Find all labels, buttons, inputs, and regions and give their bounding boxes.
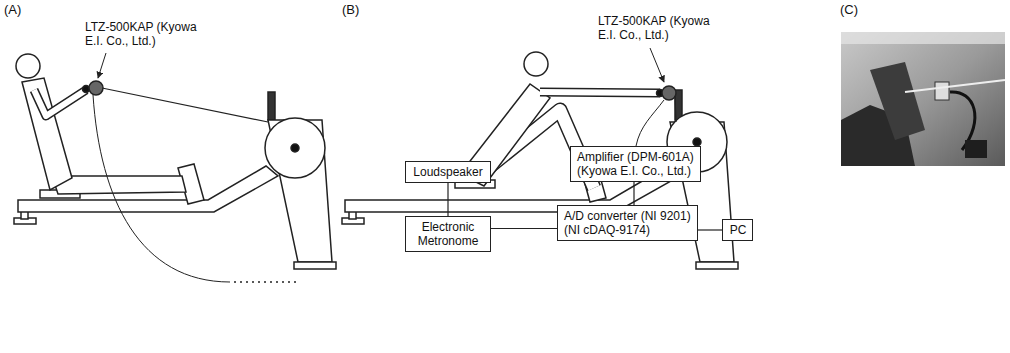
rowing-machine — [342, 90, 738, 269]
photo-frame — [841, 32, 1005, 166]
sensor-cable — [93, 95, 230, 282]
flywheel-hub — [693, 138, 701, 146]
rower-arm — [540, 92, 660, 93]
part-label: LTZ-500KAP (Kyowa E.I. Co., Ltd.) — [598, 14, 716, 42]
panel-label: (C) — [840, 3, 858, 17]
process-box: Loudspeaker — [405, 161, 491, 183]
photo-sensor — [935, 82, 949, 100]
leader-arrow — [98, 53, 106, 78]
box-label: Loudspeaker — [413, 165, 484, 179]
photo-part — [965, 140, 987, 158]
sensor-cable-dotted — [234, 281, 296, 283]
box-label: A/D converter (NI 9201) (NI cDAQ-9174) — [564, 209, 692, 237]
connector-line — [491, 228, 557, 229]
photo-footplate — [870, 62, 925, 140]
load-sensor — [662, 86, 676, 100]
sensor-cable — [636, 100, 664, 146]
panel-label: (A) — [4, 3, 21, 17]
chain — [675, 96, 676, 122]
photo-chain — [905, 80, 1005, 92]
photo-rail — [841, 32, 1005, 44]
machine-foot — [696, 262, 738, 269]
rower-torso — [22, 78, 72, 190]
process-box: Amplifier (DPM-601A) (Kyowa E.I. Co., Lt… — [570, 146, 701, 182]
rower-figure — [16, 53, 296, 282]
box-label: PC — [729, 223, 747, 237]
leader-arrow — [650, 48, 664, 82]
rower-arm — [540, 92, 660, 93]
chain — [102, 88, 268, 122]
process-box: Electronic Metronome — [405, 216, 491, 252]
machine-foot — [294, 262, 336, 269]
rower-head — [524, 52, 548, 76]
panel-label: (B) — [342, 3, 359, 17]
connector-line — [447, 183, 448, 216]
rower-head — [16, 54, 40, 78]
load-sensor — [89, 81, 103, 95]
photo — [841, 32, 1005, 166]
rower-arm — [34, 90, 86, 116]
flywheel — [265, 118, 325, 178]
connector-line — [698, 229, 722, 230]
part-label: LTZ-500KAP (Kyowa E.I. Co., Ltd.) — [85, 20, 203, 48]
flywheel-hub — [291, 144, 299, 152]
box-label: Electronic Metronome — [417, 220, 479, 248]
box-label: Amplifier (DPM-601A) (Kyowa E.I. Co., Lt… — [577, 150, 695, 178]
handle-holder — [268, 92, 275, 120]
connector-line — [633, 182, 634, 205]
rower-arm — [34, 90, 86, 116]
process-box: A/D converter (NI 9201) (NI cDAQ-9174) — [557, 205, 698, 241]
process-box: PC — [722, 219, 753, 241]
